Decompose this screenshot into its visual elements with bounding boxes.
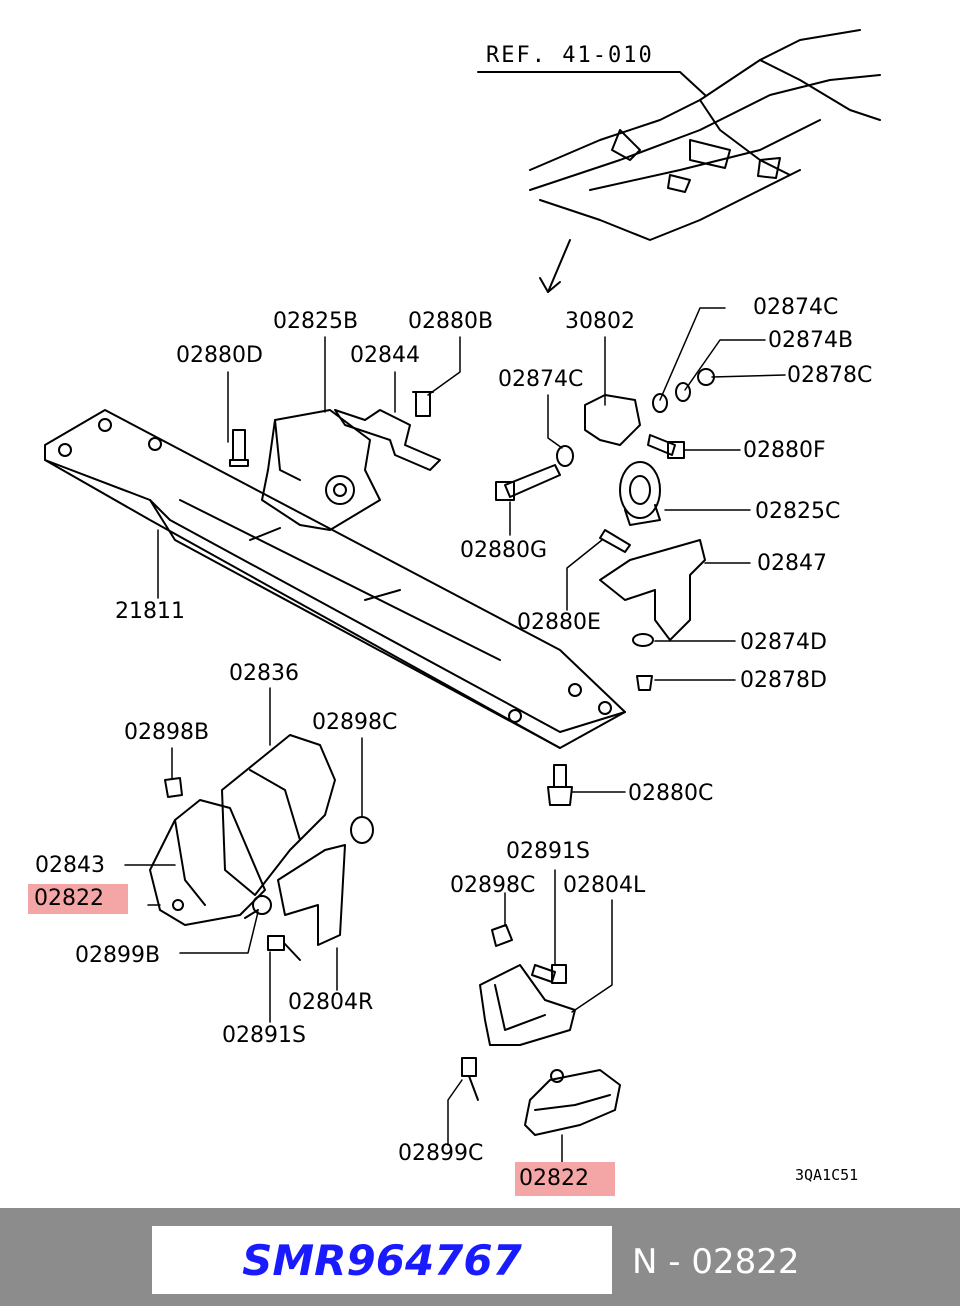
bolt-02891S-left	[267, 935, 301, 961]
bolt-02880D	[229, 429, 249, 467]
label-02874C-mid: 02874C	[498, 367, 584, 392]
label-02898C-right: 02898C	[450, 873, 536, 898]
mount-02825B	[261, 409, 381, 531]
mount-02822-bottom	[524, 1069, 621, 1136]
label-02898B: 02898B	[124, 720, 210, 745]
bolt-02880F	[647, 434, 685, 459]
label-02874D: 02874D	[740, 630, 827, 655]
label-02878D: 02878D	[740, 668, 827, 693]
washer-02874D	[632, 633, 654, 647]
label-02880F: 02880F	[743, 438, 826, 463]
bolt-02880E	[599, 529, 631, 553]
washer-02874C	[652, 393, 668, 413]
parts-diagram	[44, 29, 881, 1163]
label-02891S-left: 02891S	[222, 1023, 306, 1048]
part-number: SMR964767	[242, 1235, 522, 1285]
nut-02878D	[636, 675, 653, 691]
label-02880B: 02880B	[408, 309, 494, 334]
bolt-02899C	[461, 1057, 479, 1101]
bolt-02899B	[244, 895, 272, 919]
nut-02898B	[164, 777, 183, 798]
label-02847: 02847	[757, 551, 827, 576]
label-02880D: 02880D	[176, 343, 263, 368]
label-02874C-top: 02874C	[753, 295, 839, 320]
bracket-02804R	[277, 844, 346, 946]
label-21811: 21811	[115, 599, 185, 624]
nut-02898C-right	[491, 924, 513, 947]
bracket-02844	[334, 409, 441, 471]
washer-02874B	[675, 382, 691, 402]
label-02878C: 02878C	[787, 363, 873, 388]
bolt-02880C	[547, 764, 573, 806]
label-02874B: 02874B	[768, 328, 854, 353]
label-02804L: 02804L	[563, 873, 646, 898]
label-02880E: 02880E	[517, 610, 601, 635]
label-02804R: 02804R	[288, 990, 374, 1015]
label-02898C-left: 02898C	[312, 710, 398, 735]
label-30802: 30802	[565, 309, 635, 334]
label-02899B: 02899B	[75, 943, 161, 968]
label-02891S-right: 02891S	[506, 839, 590, 864]
bolt-02880G	[495, 464, 561, 501]
nut-02898C-left	[350, 816, 374, 844]
bolt-02891S-right	[531, 964, 567, 984]
label-02822-left: 02822	[28, 884, 128, 914]
crossmember-21811	[44, 409, 626, 749]
label-02825C: 02825C	[755, 499, 841, 524]
heatshield-02836	[221, 734, 336, 896]
part-number-box: SMR964767	[152, 1226, 612, 1294]
n-label: N - 02822	[632, 1242, 800, 1282]
label-02822-bottom: 02822	[515, 1162, 615, 1196]
bracket-02847	[599, 539, 706, 641]
bolt-02880B	[412, 391, 434, 417]
label-02880C: 02880C	[628, 781, 714, 806]
bracket-30802	[584, 394, 641, 446]
reference-frame-drawing	[477, 29, 881, 293]
label-02836: 02836	[229, 661, 299, 686]
label-02880G: 02880G	[460, 538, 548, 563]
drawing-code: 3QA1C51	[795, 1166, 859, 1184]
label-02844: 02844	[350, 343, 420, 368]
label-02843: 02843	[35, 853, 105, 878]
leader-lines	[124, 307, 786, 1163]
bushing-02825C	[619, 461, 661, 526]
ref-label: REF. 41-010	[486, 43, 654, 68]
label-02825B: 02825B	[273, 309, 359, 334]
washer-02874C-mid	[556, 445, 574, 467]
label-02899C: 02899C	[398, 1141, 484, 1166]
bracket-02804L	[479, 964, 576, 1046]
mount-02822-left	[149, 799, 266, 926]
